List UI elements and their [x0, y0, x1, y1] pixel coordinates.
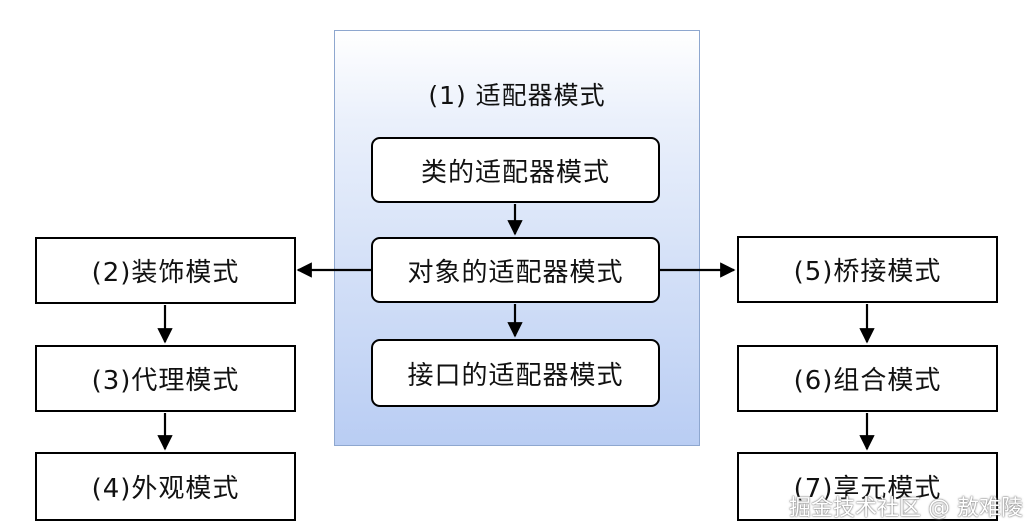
flyweight-pattern-box: (7)享元模式	[737, 452, 998, 521]
interface-adapter-box: 接口的适配器模式	[371, 339, 660, 407]
watermark: 掘金技术社区 @ 敖难陵	[789, 496, 1023, 521]
facade-pattern-box: (4)外观模式	[35, 452, 296, 521]
proxy-pattern-box: (3)代理模式	[35, 345, 296, 412]
decorator-pattern-box: (2)装饰模式	[35, 237, 296, 304]
class-adapter-box: 类的适配器模式	[371, 137, 660, 203]
object-adapter-box: 对象的适配器模式	[371, 237, 660, 303]
adapter-title: (1) 适配器模式	[428, 81, 606, 110]
composite-pattern-box: (6)组合模式	[737, 345, 998, 412]
bridge-pattern-box: (5)桥接模式	[737, 236, 998, 303]
